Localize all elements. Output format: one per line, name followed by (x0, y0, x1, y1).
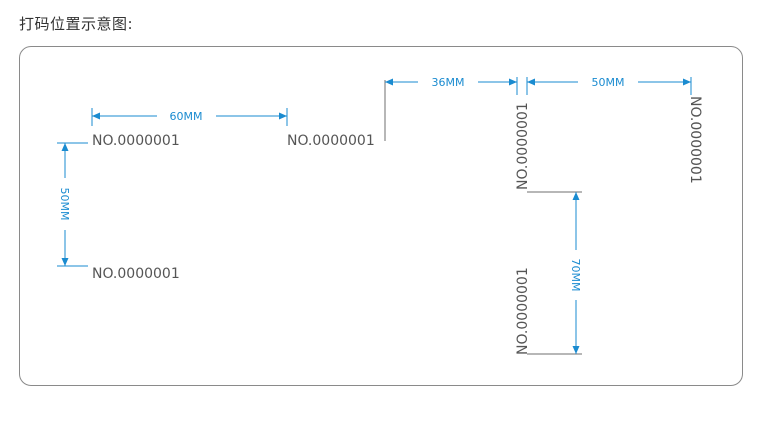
dimension-label-60mm: 60MM (170, 110, 203, 123)
dimension-60mm: 60MM (91, 108, 288, 126)
dimension-label-50mm-vertical: 50MM (58, 188, 71, 221)
dimension-70mm: 70MM (527, 191, 582, 355)
dimension-36mm: 36MM (384, 76, 518, 141)
code-label-vertical-right: NO.0000001 (687, 96, 703, 184)
dimension-50mm-horizontal: 50MM (526, 76, 692, 95)
dimension-label-50mm-horizontal: 50MM (592, 76, 625, 89)
code-label-top-middle: NO.0000001 (287, 133, 375, 149)
code-label-top-left: NO.0000001 (92, 133, 180, 149)
dimension-50mm-vertical: 50MM (57, 142, 88, 267)
dimension-label-70mm: 70MM (569, 259, 582, 292)
code-label-bottom-left: NO.0000001 (92, 266, 180, 282)
diagram-panel (19, 46, 743, 386)
page-title: 打码位置示意图: (19, 15, 134, 33)
code-label-vertical-top: NO.0000001 (515, 102, 531, 190)
dimension-label-36mm: 36MM (432, 76, 465, 89)
code-label-vertical-bottom: NO.0000001 (515, 267, 531, 355)
